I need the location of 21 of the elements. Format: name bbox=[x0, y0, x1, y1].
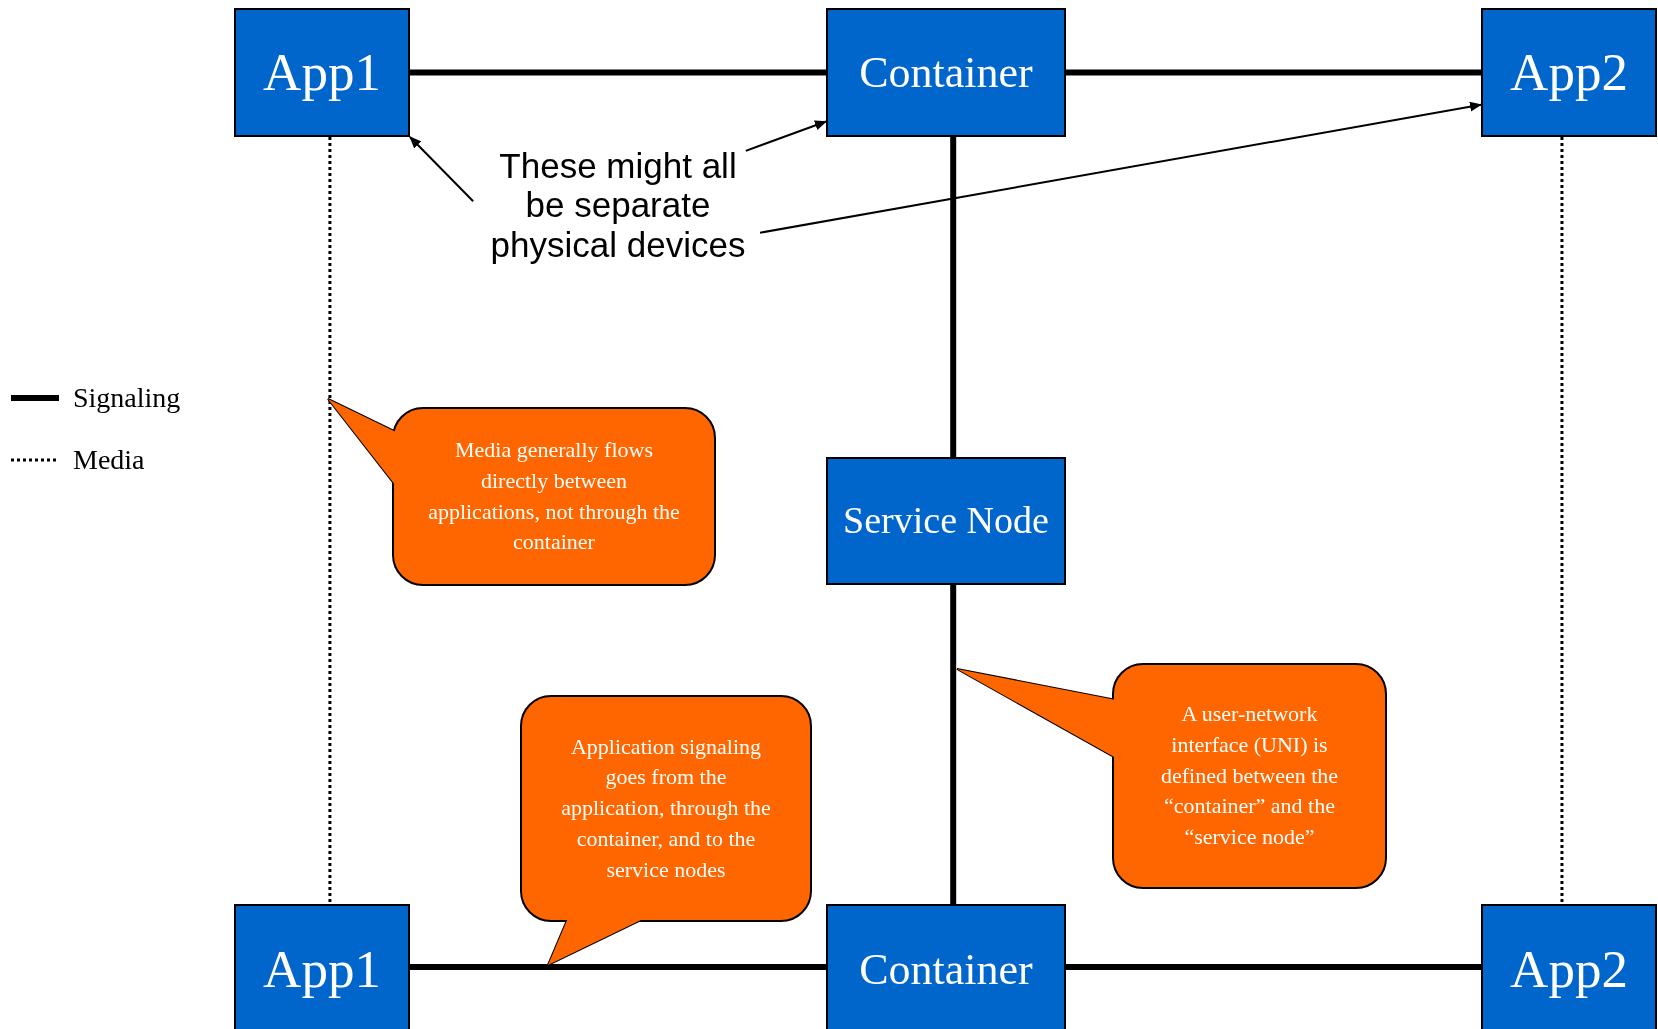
arrow bbox=[744, 120, 827, 152]
device-box: App2 bbox=[1481, 904, 1657, 1029]
device-box: App1 bbox=[234, 8, 410, 137]
signaling-line bbox=[410, 964, 826, 971]
device-box: Container bbox=[826, 904, 1066, 1029]
signaling-line bbox=[1066, 69, 1481, 76]
device-box: App1 bbox=[234, 904, 410, 1029]
legend-label: Signaling bbox=[73, 382, 181, 414]
device-box: App2 bbox=[1481, 8, 1657, 137]
arrow bbox=[759, 101, 1482, 234]
media-line bbox=[1560, 137, 1564, 904]
device-box: Service Node bbox=[826, 457, 1066, 585]
signaling-line bbox=[410, 69, 826, 76]
media-line bbox=[328, 137, 332, 904]
annotation-text: These might all be separate physical devices bbox=[476, 142, 760, 268]
arrow bbox=[409, 136, 475, 203]
device-box: Container bbox=[826, 8, 1066, 137]
signaling-line bbox=[950, 585, 957, 904]
signaling-line bbox=[950, 137, 957, 457]
signaling-line bbox=[1066, 964, 1481, 971]
legend-label: Media bbox=[73, 444, 145, 476]
